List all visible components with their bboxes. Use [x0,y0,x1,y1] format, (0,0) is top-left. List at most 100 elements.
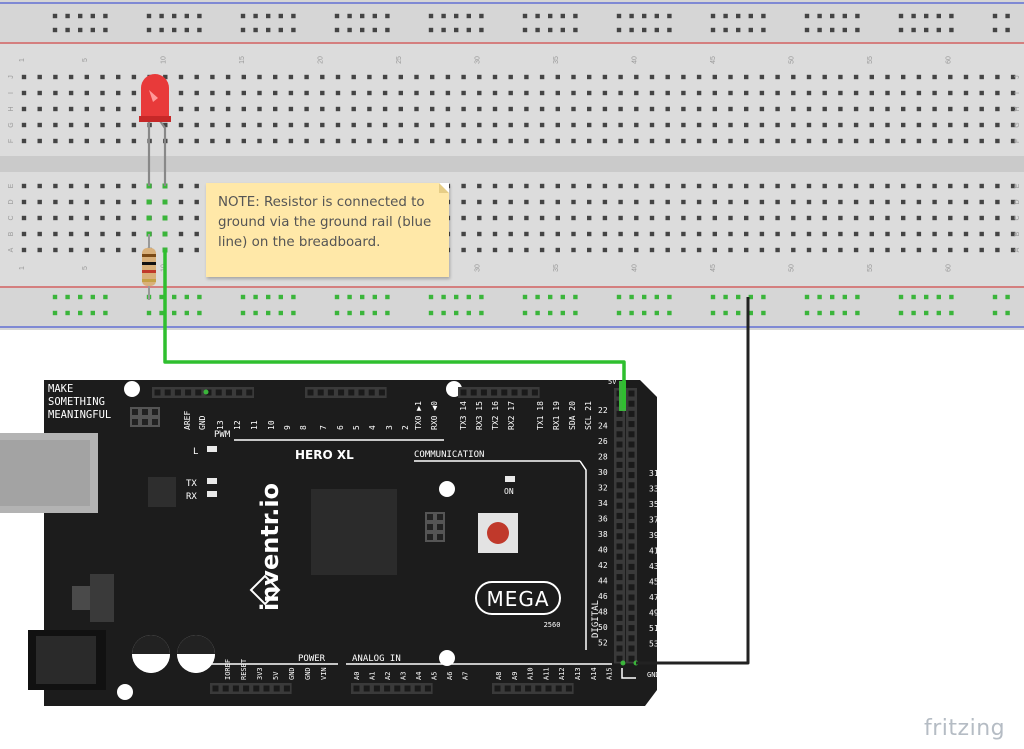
led-tx-label: TX [186,479,197,489]
rail-hole-connected [616,294,622,300]
voltage-regulator-tab [72,586,90,610]
row-letter: H [8,106,15,111]
breadboard-hole [571,90,576,96]
breadboard-hole [948,231,953,237]
capacitor-base [132,654,170,673]
breadboard-hole [53,90,58,96]
breadboard-hole [681,215,686,221]
breadboard-hole [116,215,121,221]
breadboard-hole [649,138,655,144]
breadboard-hole [822,231,827,237]
gnd-pin-connected [203,389,209,395]
breadboard-hole [618,231,623,237]
breadboard-hole [995,231,1000,237]
rail-hole-connected [898,310,904,316]
breadboard-hole [587,215,592,221]
pin-5v-label: 5V [608,378,617,386]
breadboard-hole [806,74,812,80]
breadboard-hole [916,122,922,128]
breadboard-hole [225,74,231,80]
breadboard-hole [728,138,733,144]
rail-hole-connected [454,310,459,316]
rail-hole [736,13,741,19]
breadboard-hole [335,74,341,80]
rail-hole [830,13,835,19]
row-letter: F [1014,139,1021,143]
column-number: 45 [710,56,717,64]
breadboard-hole [759,183,765,189]
breadboard-hole [194,122,199,128]
rail-hole [898,13,904,19]
rail-hole-connected [454,294,459,300]
rail-hole [240,27,246,33]
rail-hole-connected [898,294,904,300]
header-socket [195,389,202,396]
red-led-rim [139,116,171,122]
breadboard-hole [524,247,529,253]
breadboard-hole [225,138,231,144]
rail-hole-connected [736,310,741,316]
breadboard-hole [963,231,969,237]
breadboard-hole [838,122,843,128]
breadboard-hole [382,90,388,96]
breadboard-hole [414,106,419,112]
breadboard-hole [932,247,937,253]
rail-hole [817,13,822,19]
breadboard-hole [916,74,922,80]
breadboard-hole [838,106,843,112]
header-socket [164,389,171,396]
breadboard-hole [461,106,466,112]
breadboard-hole [712,183,717,189]
top-pin-label: 3 [385,425,394,430]
breadboard-hole [84,122,89,128]
header-socket [616,635,623,642]
breadboard-hole [1010,90,1016,96]
breadboard-hole [53,138,58,144]
breadboard-hole [178,74,184,80]
rail-hole-connected [616,310,622,316]
column-number: 1 [19,58,26,62]
analog-pin-label: A13 [574,667,582,680]
breadboard-hole [539,247,545,253]
breadboard-hole [461,138,466,144]
breadboard-hole [948,138,953,144]
rail-hole-connected [936,294,941,300]
breadboard-hole [869,74,874,80]
header-socket [378,389,385,396]
connected-hole [162,215,168,221]
breadboard-hole [681,106,686,112]
rail-hole-connected [573,310,578,316]
breadboard-hole [728,90,733,96]
breadboard-hole [492,247,498,253]
breadboard-hole [241,106,246,112]
top-pin-label: SCL 21 [584,401,593,430]
breadboard-hole [696,231,702,237]
breadboard-hole [414,74,419,80]
power-pin-label: RESET [240,658,248,680]
row-letter: H [1014,106,1021,111]
rail-hole-connected [629,294,634,300]
breadboard-hole [665,90,670,96]
breadboard-hole [979,90,984,96]
breadboard-hole [194,106,199,112]
rail-hole-connected [360,294,365,300]
breadboard-hole [53,183,58,189]
breadboard-hole [335,138,341,144]
breadboard-hole [696,215,702,221]
rail-hole-connected [817,310,822,316]
header-top-3 [458,387,540,398]
breadboard-hole [791,138,796,144]
rail-hole [184,27,189,33]
breadboard-hole [665,183,670,189]
rail-hole-connected [479,310,484,316]
breadboard-hole [178,106,184,112]
breadboard-hole [885,215,890,221]
rail-hole-connected [535,294,540,300]
column-number: 40 [631,56,638,64]
breadboard-hole [587,106,592,112]
breadboard-hole [649,183,655,189]
breadboard-hole [869,122,874,128]
brand-logo-text: inventr.io [256,483,284,611]
column-number: 5 [82,58,89,62]
breadboard-hole [257,138,262,144]
